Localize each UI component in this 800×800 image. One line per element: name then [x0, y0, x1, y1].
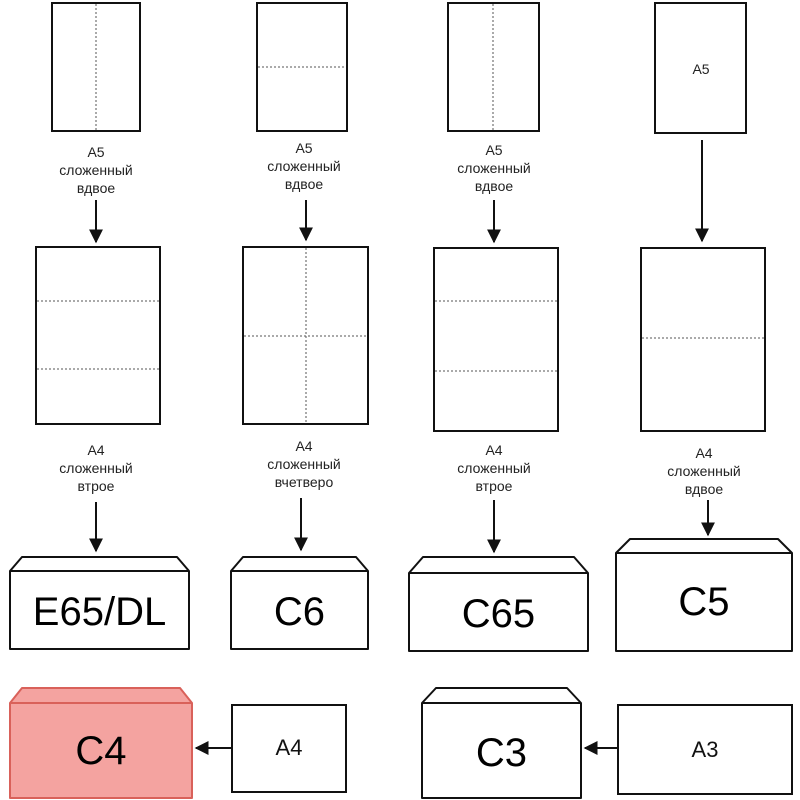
- envelope: [421, 687, 582, 799]
- caption-a5-folded-3: A5 сложенный вдвое: [457, 142, 531, 194]
- envelope-label-c5: C5: [678, 580, 730, 624]
- caption-a4-folded-2: A4 сложенный вчетверо: [267, 438, 341, 490]
- column-3: [408, 2, 589, 652]
- column-2: [230, 2, 369, 650]
- envelope: [408, 556, 589, 652]
- a4-sheet: [35, 246, 161, 425]
- a5-sheet: [447, 2, 540, 132]
- caption-a4-folded-4: A4 сложенный вдвое: [667, 445, 741, 497]
- envelope-label-c4: C4: [75, 729, 127, 773]
- caption-a4-folded-3: A4 сложенный втрое: [457, 442, 531, 494]
- a4-sheet-source: [231, 704, 347, 793]
- column-1: [9, 2, 190, 650]
- c4-group: [9, 687, 347, 799]
- column-4: [615, 2, 793, 652]
- a4-sheet: [433, 247, 559, 432]
- a4-sheet: [640, 247, 766, 432]
- c3-group: [421, 687, 793, 799]
- source-label-a4: A4: [275, 735, 303, 760]
- envelope-label-e65-dl: E65/DL: [32, 590, 167, 634]
- caption-a5-folded-1: A5 сложенный вдвое: [59, 144, 133, 196]
- envelope-label-c3: C3: [475, 731, 528, 775]
- source-label-a3: A3: [691, 737, 719, 762]
- envelope-label-c6: C6: [273, 590, 326, 634]
- caption-a4-folded-1: A4 сложенный втрое: [59, 442, 133, 494]
- a5-sheet: [654, 2, 747, 134]
- envelope: [615, 538, 793, 652]
- a3-sheet-source: [617, 704, 793, 795]
- envelope-label-c65: C65: [461, 592, 536, 636]
- caption-a5-folded-2: A5 сложенный вдвое: [267, 140, 341, 192]
- sheet-label-a5: A5: [692, 61, 710, 77]
- envelope: [9, 556, 190, 650]
- a5-sheet: [51, 2, 141, 132]
- envelope: [230, 556, 369, 650]
